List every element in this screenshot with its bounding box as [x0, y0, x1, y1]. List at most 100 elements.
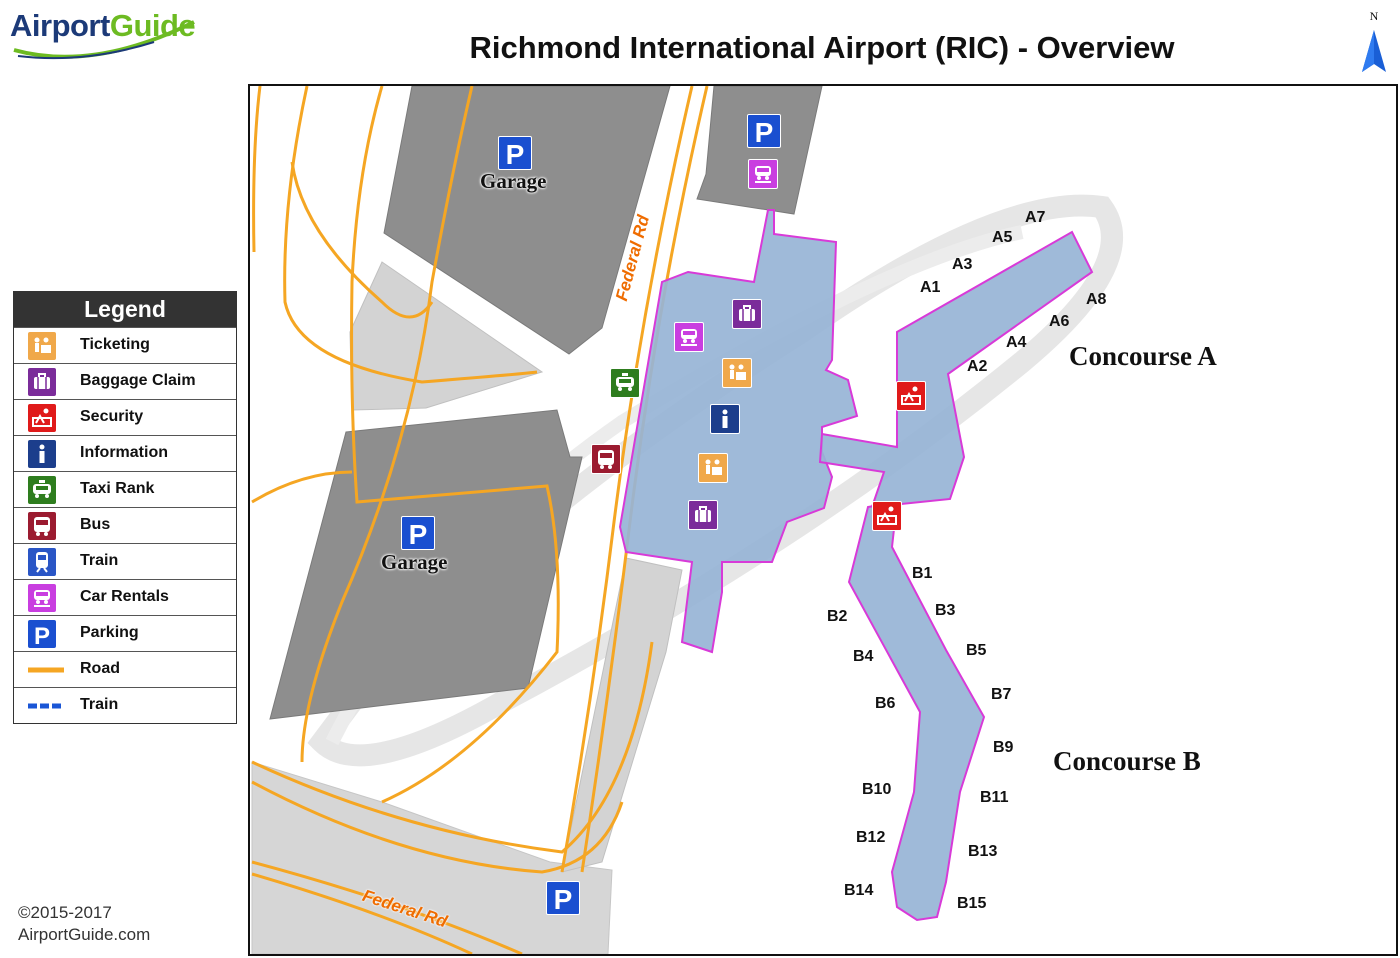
lot-triangle: [349, 261, 544, 411]
copyright-years: ©2015-2017: [18, 903, 112, 922]
legend-item-car-rentals: Car Rentals: [14, 579, 236, 615]
legend-title: Legend: [14, 292, 236, 327]
gate-label: A4: [1006, 334, 1027, 351]
garage-label-north: Garage: [480, 169, 547, 193]
road-network: [251, 86, 709, 954]
svg-text:P: P: [755, 117, 774, 147]
garage-north: [383, 86, 671, 355]
legend-label: Information: [80, 444, 168, 461]
gate-label: A1: [920, 279, 941, 296]
legend-label: Taxi Rank: [80, 480, 155, 497]
train-line-icon: [28, 692, 64, 720]
gate-label: B9: [993, 739, 1014, 756]
parking-icon[interactable]: P: [747, 114, 781, 148]
bus-icon: [28, 512, 56, 540]
train-icon: [28, 548, 56, 576]
legend-label: Car Rentals: [80, 588, 169, 605]
gate-label: B13: [968, 843, 998, 860]
parking-building-northeast: [696, 86, 823, 215]
parking-icon[interactable]: P: [401, 516, 435, 550]
gate-label: A5: [992, 229, 1013, 246]
gate-label: B2: [827, 608, 848, 625]
legend-item-security: Security: [14, 399, 236, 435]
concourse-a-label: Concourse A: [1069, 341, 1217, 371]
gate-label: B14: [844, 882, 874, 899]
logo-text-guide: Guide: [109, 8, 196, 43]
info-icon: [28, 440, 56, 468]
legend-label: Bus: [80, 516, 111, 533]
gate-label: B1: [912, 565, 933, 582]
legend-item-train: Train: [14, 543, 236, 579]
legend-label: Road: [80, 660, 120, 677]
gate-label: B5: [966, 642, 987, 659]
security-icon[interactable]: [896, 381, 926, 411]
gate-label: B7: [991, 686, 1012, 703]
garage-label-south: Garage: [381, 550, 448, 574]
copyright-site[interactable]: AirportGuide.com: [18, 925, 151, 944]
logo-swoosh-icon: [13, 20, 195, 60]
copyright: ©2015-2017 AirportGuide.com: [18, 902, 150, 946]
bus-icon[interactable]: [591, 444, 621, 474]
garage-south: [269, 409, 583, 720]
gate-label: B3: [935, 602, 956, 619]
svg-text:P: P: [554, 884, 573, 914]
legend-label: Train: [80, 552, 119, 569]
gate-label: A2: [967, 358, 988, 375]
parking-icon: P: [28, 620, 56, 648]
legend-item-bus: Bus: [14, 507, 236, 543]
airport-map[interactable]: Concourse A Concourse B Garage Garage Fe…: [248, 84, 1398, 956]
concourse-b-building: [847, 500, 986, 922]
legend-label: Baggage Claim: [80, 372, 196, 389]
security-icon[interactable]: [872, 501, 902, 531]
gate-label: A3: [952, 256, 973, 273]
gate-label: B15: [957, 895, 987, 912]
north-arrow-icon: N: [1356, 8, 1392, 78]
gate-label: B10: [862, 781, 892, 798]
logo-text-airport: Airport: [10, 8, 110, 43]
car-rental-icon[interactable]: [748, 159, 778, 189]
svg-text:P: P: [506, 139, 525, 169]
legend-label: Ticketing: [80, 336, 150, 353]
security-icon: [28, 404, 56, 432]
ticketing-icon: [28, 332, 56, 360]
legend-label: Security: [80, 408, 144, 425]
airportguide-logo[interactable]: AirportGuide: [4, 2, 209, 68]
legend-item-parking: P Parking: [14, 615, 236, 651]
legend-item-ticketing: Ticketing: [14, 327, 236, 363]
legend-label: Parking: [80, 624, 139, 641]
legend-item-taxi: Taxi Rank: [14, 471, 236, 507]
gate-label: B4: [853, 648, 874, 665]
baggage-icon: [28, 368, 56, 396]
gate-label: A8: [1086, 291, 1107, 308]
parking-icon[interactable]: P: [498, 136, 532, 170]
baggage-icon[interactable]: [732, 299, 762, 329]
ticketing-icon[interactable]: [722, 358, 752, 388]
legend-item-information: Information: [14, 435, 236, 471]
gate-label: B11: [980, 789, 1009, 806]
taxi-icon[interactable]: [610, 368, 640, 398]
gate-label: A6: [1049, 313, 1070, 330]
info-icon[interactable]: [710, 404, 740, 434]
legend-label: Train: [80, 696, 119, 713]
svg-text:P: P: [34, 623, 50, 648]
parking-icon[interactable]: P: [546, 881, 580, 915]
car-rental-icon: [28, 584, 56, 612]
legend-panel: Legend Ticketing Baggage Claim Security …: [13, 291, 237, 724]
gate-label: B12: [856, 829, 886, 846]
gate-label: A7: [1025, 209, 1046, 226]
concourse-a-building: [818, 230, 1094, 509]
legend-item-baggage: Baggage Claim: [14, 363, 236, 399]
ticketing-icon[interactable]: [698, 453, 728, 483]
car-rental-icon[interactable]: [674, 322, 704, 352]
baggage-icon[interactable]: [688, 500, 718, 530]
legend-item-road: Road: [14, 651, 236, 687]
lot-south-middle: [561, 557, 683, 873]
concourse-b-label: Concourse B: [1053, 746, 1201, 776]
north-label: N: [1370, 9, 1379, 23]
svg-text:P: P: [409, 519, 428, 549]
taxi-icon: [28, 476, 56, 504]
legend-item-train-line: Train: [14, 687, 236, 723]
road-line-icon: [28, 656, 64, 684]
page-title: Richmond International Airport (RIC) - O…: [469, 30, 1175, 65]
gate-label: B6: [875, 695, 896, 712]
